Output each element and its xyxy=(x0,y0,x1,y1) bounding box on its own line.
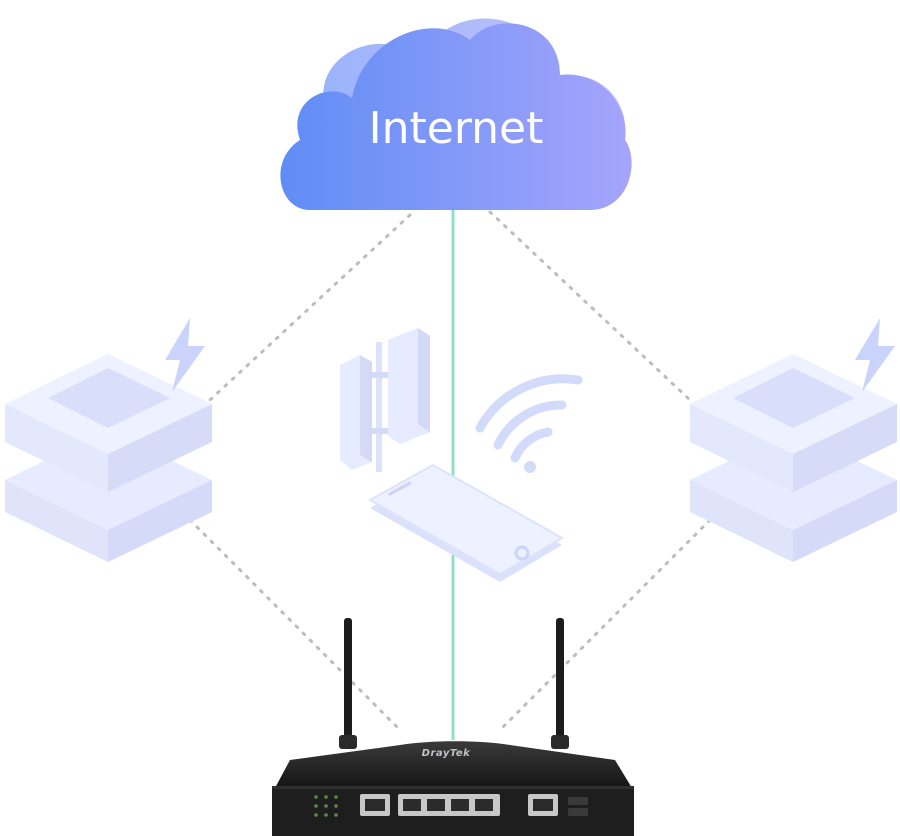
lte-antenna-icon xyxy=(340,328,430,472)
server-stack-left xyxy=(5,318,212,562)
lightning-icon xyxy=(165,318,205,392)
router-antenna-right xyxy=(556,618,564,743)
wifi-icon xyxy=(475,374,583,473)
server-stack-icon xyxy=(5,354,212,562)
server-stack-icon xyxy=(690,354,897,562)
router-ports xyxy=(360,794,588,816)
dotted-links xyxy=(188,210,712,732)
smartphone-icon xyxy=(367,463,565,582)
server-stack-right xyxy=(690,318,897,562)
router-icon: DrayTek xyxy=(272,618,634,836)
link-left-server-router xyxy=(188,518,402,732)
cloud-label: Internet xyxy=(369,103,544,154)
link-cloud-right-server xyxy=(488,210,692,402)
router-leds xyxy=(314,795,338,817)
link-right-server-router xyxy=(498,518,712,732)
cloud-icon: Internet xyxy=(280,18,632,210)
router-antenna-left xyxy=(344,618,352,743)
lightning-icon xyxy=(855,318,895,392)
router-brand: DrayTek xyxy=(422,748,472,759)
